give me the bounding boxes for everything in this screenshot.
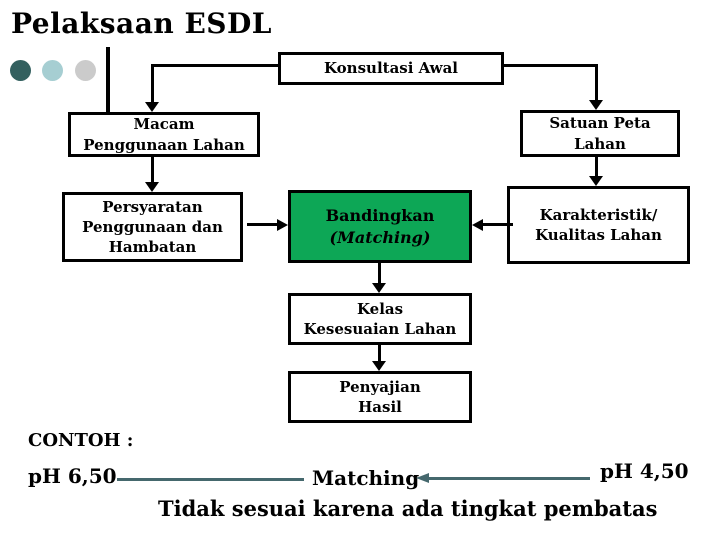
flow-node-label-line1: Kelas (356, 299, 404, 318)
flow-node-label-line2: Kualitas Lahan (535, 226, 662, 244)
arrowhead-right-into-bandingkan-icon (277, 219, 288, 231)
connector-persyaratan-bandingkan (247, 223, 279, 226)
flow-node-label-line2: Penggunaan dan (82, 217, 223, 236)
slide-title: Pelaksaan ESDL (11, 7, 272, 40)
connector-karakteristik-bandingkan (481, 223, 513, 226)
arrowhead-into-kelas-icon (372, 283, 386, 293)
flow-node-satuan-peta-lahan: Satuan Peta Lahan (520, 110, 680, 157)
arrowhead-into-persyaratan-icon (145, 182, 159, 192)
example-conclusion: Tidak sesuai karena ada tingkat pembatas (158, 496, 658, 521)
connector-bandingkan-kelas (378, 263, 381, 285)
example-line-left (117, 478, 304, 481)
arrowhead-left-teal-icon (416, 473, 429, 483)
flow-node-label-line1: Bandingkan (325, 205, 435, 225)
flow-node-label-line1: Satuan Peta (549, 114, 651, 133)
flow-node-kelas-kesesuaian: Kelas Kesesuaian Lahan (288, 293, 472, 345)
connector-satuan-karakteristik (595, 157, 598, 177)
flow-node-karakteristik-kualitas: Karakteristik/ Kualitas Lahan (507, 186, 690, 264)
flow-node-label-line2: Hasil (358, 398, 402, 416)
arrowhead-into-penyajian-icon (372, 361, 386, 371)
flow-node-label-line1: Penyajian (339, 377, 421, 396)
example-ph-left-value: pH 6,50 (28, 464, 117, 488)
flow-node-penyajian-hasil: Penyajian Hasil (288, 371, 472, 423)
flow-node-label-line3: Hambatan (108, 238, 197, 257)
arrowhead-left-into-bandingkan-icon (472, 219, 483, 231)
flow-node-label-line1: Macam (133, 115, 195, 134)
gray-dot-icon (75, 60, 96, 81)
flow-node-label-line2: (Matching) (329, 227, 431, 247)
connector-kelas-penyajian (378, 345, 381, 363)
dark-teal-dot-icon (10, 60, 31, 81)
flow-node-label-line2: Kesesuaian Lahan (303, 320, 457, 338)
connector-konsultasi-satuan-v (595, 64, 598, 104)
flow-node-label-line1: Karakteristik/ (539, 205, 658, 224)
connector-macam-persyaratan (151, 157, 154, 183)
connector-konsultasi-satuan-h (504, 64, 597, 67)
flow-node-bandingkan-matching: Bandingkan (Matching) (288, 190, 472, 263)
arrowhead-into-macam-icon (145, 102, 159, 112)
arrowhead-into-satuan-icon (589, 100, 603, 110)
connector-konsultasi-macam-h (152, 64, 278, 67)
flow-node-konsultasi-awal: Konsultasi Awal (278, 52, 504, 85)
example-ph-right-value: pH 4,50 (600, 459, 689, 483)
light-teal-dot-icon (42, 60, 63, 81)
title-divider-line (106, 47, 110, 112)
flow-node-macam-penggunaan-lahan: Macam Penggunaan Lahan (68, 112, 260, 157)
arrowhead-into-karakteristik-icon (589, 176, 603, 186)
flow-node-label-line1: Persyaratan (102, 197, 203, 216)
example-arrow-right-line (428, 477, 590, 480)
flow-node-label-line2: Penggunaan Lahan (83, 135, 245, 154)
connector-konsultasi-macam-v (151, 64, 154, 104)
example-heading: CONTOH : (28, 430, 134, 451)
flow-node-label-line2: Lahan (574, 134, 626, 153)
flow-node-label: Konsultasi Awal (323, 59, 459, 78)
example-matching-label: Matching (312, 466, 420, 490)
flow-node-persyaratan-penggunaan: Persyaratan Penggunaan dan Hambatan (62, 192, 243, 262)
